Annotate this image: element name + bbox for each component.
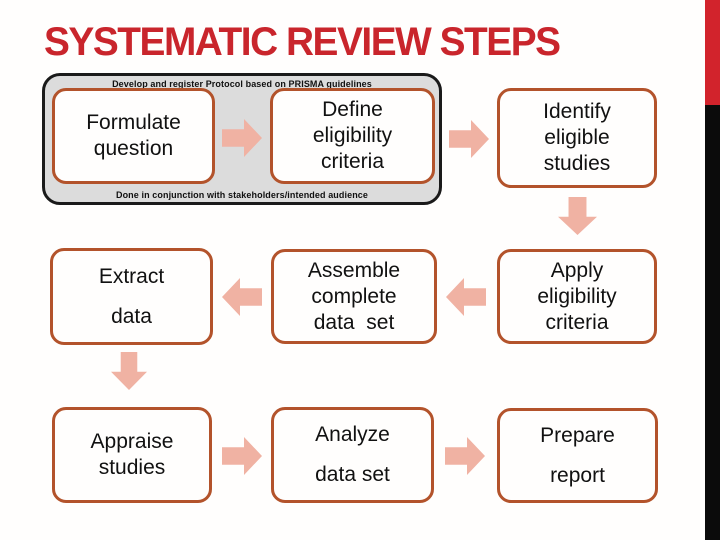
step-line: eligibility [537, 284, 617, 308]
step-line: Extract [98, 264, 165, 288]
step-box-appraise-studies: Appraise studies [52, 407, 212, 503]
accent-bar-black [705, 105, 720, 540]
step-line: Apply [550, 258, 604, 282]
step-line: data [111, 304, 152, 328]
accent-bar-red [705, 0, 720, 105]
arrow-right-icon [449, 120, 489, 158]
step-box-assemble-complete-data-set: Assemble complete data set [271, 249, 437, 344]
protocol-top-caption: Develop and register Protocol based on P… [112, 79, 372, 89]
step-line: eligibility [312, 124, 393, 147]
step-line: criteria [320, 150, 384, 173]
step-line: studies [543, 152, 611, 175]
step-line: Prepare [540, 423, 615, 447]
protocol-bottom-caption: Done in conjunction with stakeholders/in… [115, 190, 369, 200]
step-line: Define [322, 98, 383, 121]
step-line: data set [315, 463, 390, 486]
arrow-down-icon [111, 352, 147, 390]
step-line: Identify [543, 100, 611, 123]
step-line: Formulate [86, 111, 181, 134]
step-box-extract-data: Extract data [50, 248, 213, 345]
step-box-identify-eligible-studies: Identify eligible studies [497, 88, 657, 188]
arrow-right-icon [222, 437, 262, 475]
arrow-right-icon [445, 437, 485, 475]
step-box-apply-eligibility-criteria: Apply eligibility criteria [497, 249, 657, 344]
step-line: complete [311, 284, 397, 308]
arrow-down-icon [558, 197, 597, 235]
step-box-define-eligibility-criteria: Define eligibility criteria [270, 88, 435, 184]
step-box-formulate-question: Formulate question [52, 88, 215, 184]
slide-title: SYSTEMATIC REVIEW STEPS [44, 20, 561, 64]
step-line: data set [313, 310, 395, 334]
step-line: eligible [544, 126, 610, 149]
step-box-analyze-data-set: Analyze data set [271, 407, 434, 503]
step-line: question [93, 137, 174, 160]
step-box-prepare-report: Prepare report [497, 408, 658, 503]
step-line: Assemble [307, 258, 401, 282]
arrow-left-icon [222, 278, 262, 316]
arrow-left-icon [446, 278, 486, 316]
step-line: report [550, 463, 605, 487]
step-line: Appraise [90, 430, 174, 453]
step-line: Analyze [315, 423, 390, 446]
step-line: studies [98, 456, 166, 479]
step-line: criteria [545, 310, 609, 334]
